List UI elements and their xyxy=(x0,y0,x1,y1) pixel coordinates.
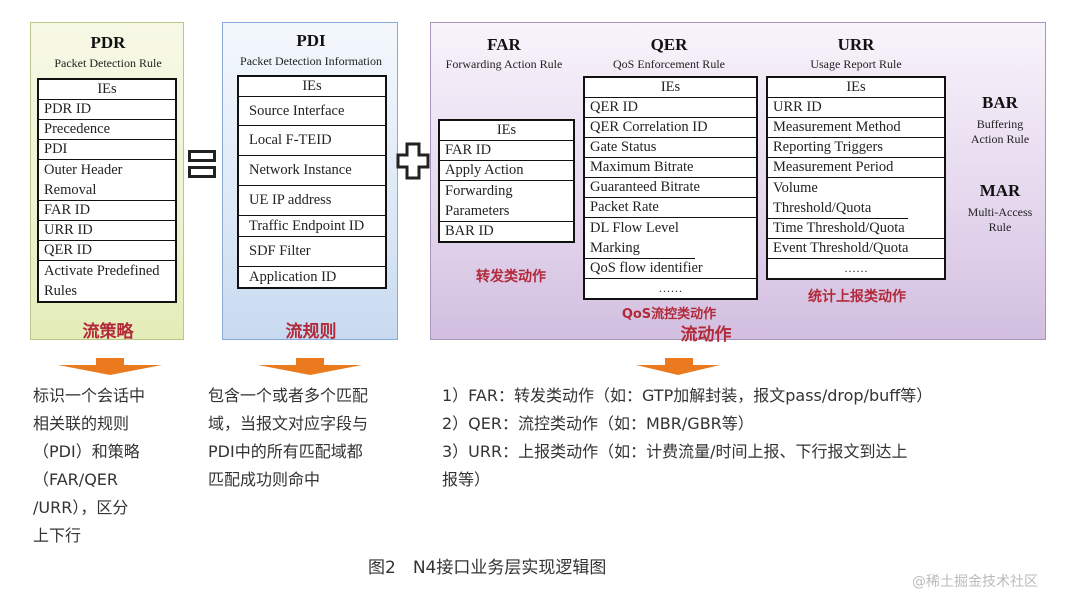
ie-row: Packet Rate xyxy=(585,198,756,218)
ie-row: Network Instance xyxy=(239,156,385,186)
figure-caption: 图2 N4接口业务层实现逻辑图 xyxy=(368,558,607,578)
bar-title: BAR xyxy=(982,93,1018,112)
ie-row: QER Correlation ID xyxy=(585,118,756,138)
arrow-down-icon xyxy=(258,358,362,376)
ie-row: UE IP address xyxy=(239,186,385,216)
pdi-ie-table: IEs Source Interface Local F-TEID Networ… xyxy=(237,75,387,289)
ie-header: IEs xyxy=(239,77,385,97)
qer-title: QER xyxy=(650,35,688,54)
pdr-title: PDR xyxy=(90,33,126,52)
description-line: 域，当报文对应字段与 xyxy=(208,414,369,433)
urr-subtitle: Usage Report Rule xyxy=(810,57,902,71)
ie-row: BAR ID xyxy=(445,223,494,239)
ie-row: Traffic Endpoint ID xyxy=(239,216,385,237)
description-line: 相关联的规则 xyxy=(33,414,130,433)
pdr-label-cn: 流策略 xyxy=(82,322,134,342)
qer-subtitle: QoS Enforcement Rule xyxy=(613,57,725,71)
description-line: （FAR/QER xyxy=(33,470,119,489)
flow-action-panel: FAR Forwarding Action Rule IEs FAR ID Ap… xyxy=(430,22,1046,345)
ie-row: URR ID xyxy=(39,221,175,241)
ie-row: Measurement Method xyxy=(768,118,944,138)
pdr-panel: PDR Packet Detection Rule IEs PDR ID Pre… xyxy=(30,22,184,342)
ie-row: Source Interface xyxy=(239,97,385,126)
ie-row-more: …… xyxy=(844,261,868,275)
equals-icon xyxy=(188,150,218,182)
pdr-ie-table: IEs PDR ID Precedence PDI Outer Header R… xyxy=(37,78,177,303)
pdi-description: 包含一个或者多个匹配 域，当报文对应字段与 PDI中的所有匹配域都 匹配成功则命… xyxy=(208,382,368,494)
ie-row: QER ID xyxy=(585,98,756,118)
ie-row: Local F-TEID xyxy=(239,126,385,156)
ie-row: URR ID xyxy=(768,98,944,118)
ie-row: Volume Threshold/Quota xyxy=(768,178,908,219)
pdi-subtitle: Packet Detection Information xyxy=(240,54,382,68)
pdi-label-cn: 流规则 xyxy=(285,322,337,342)
ie-row: Outer Header Removal xyxy=(39,160,175,201)
description-line: 报等） xyxy=(442,470,491,489)
ie-row: FAR ID xyxy=(39,201,175,221)
ie-row: PDR ID xyxy=(39,100,175,120)
pdi-title: PDI xyxy=(296,31,326,50)
ie-header: IEs xyxy=(768,78,944,98)
arrow-down-icon xyxy=(58,358,162,376)
mar-subtitle: Multi-Access Rule xyxy=(967,205,1033,234)
ie-row: Apply Action xyxy=(440,161,573,181)
far-label-cn: 转发类动作 xyxy=(476,269,546,285)
bar-subtitle: Buffering Action Rule xyxy=(970,117,1030,146)
ie-row: Time Threshold/Quota xyxy=(768,219,944,239)
ie-row: Gate Status xyxy=(585,138,756,158)
ie-row: PDI xyxy=(39,140,175,160)
pdi-panel: PDI Packet Detection Information IEs Sou… xyxy=(222,22,398,342)
ie-row: Activate Predefined Rules xyxy=(44,263,160,299)
ie-header: IEs xyxy=(39,80,175,100)
ie-row: Reporting Triggers xyxy=(768,138,944,158)
urr-ie-table: IEs URR ID Measurement Method Reporting … xyxy=(766,76,946,280)
qer-ie-table: IEs QER ID QER Correlation ID Gate Statu… xyxy=(583,76,758,300)
urr-title: URR xyxy=(837,35,875,54)
ie-row: DL Flow Level Marking xyxy=(585,218,695,259)
ie-row: SDF Filter xyxy=(239,237,385,267)
description-line: 匹配成功则命中 xyxy=(208,470,321,489)
ie-row: Application ID xyxy=(249,269,337,285)
description-line: 标识一个会话中 xyxy=(33,386,146,405)
pdr-subtitle: Packet Detection Rule xyxy=(54,56,162,70)
ie-row: QoS flow identifier xyxy=(585,259,756,279)
description-line: PDI中的所有匹配域都 xyxy=(208,442,363,461)
pdr-description: 标识一个会话中 相关联的规则 （PDI）和策略 （FAR/QER /URR），区… xyxy=(33,382,145,550)
flow-action-description: 1）FAR：转发类动作（如：GTP加解封装，报文pass/drop/buff等）… xyxy=(442,382,932,494)
ie-header: IEs xyxy=(585,78,756,98)
far-title: FAR xyxy=(487,35,521,54)
description-line: （PDI）和策略 xyxy=(33,442,140,461)
ie-row: Event Threshold/Quota xyxy=(768,239,944,259)
arrow-down-icon xyxy=(636,358,720,376)
ie-row: QER ID xyxy=(39,241,175,261)
urr-label-cn: 统计上报类动作 xyxy=(808,289,906,305)
ie-row-more: …… xyxy=(658,281,683,295)
far-subtitle: Forwarding Action Rule xyxy=(445,57,563,71)
ie-header: IEs xyxy=(440,121,573,141)
ie-row: Measurement Period xyxy=(768,158,944,178)
flow-action-label-cn: 流动作 xyxy=(680,325,732,345)
ie-row: Precedence xyxy=(39,120,175,140)
description-line: 上下行 xyxy=(33,526,82,545)
ie-row: Guaranteed Bitrate xyxy=(585,178,756,198)
watermark: @稀土掘金技术社区 xyxy=(912,574,1038,590)
description-line: 2）QER：流控类动作（如：MBR/GBR等） xyxy=(442,414,754,433)
qer-label-cn: QoS流控类动作 xyxy=(621,307,717,322)
mar-title: MAR xyxy=(979,181,1021,200)
description-line: 1）FAR：转发类动作（如：GTP加解封装，报文pass/drop/buff等） xyxy=(442,386,933,405)
plus-icon xyxy=(396,142,430,180)
ie-row: Maximum Bitrate xyxy=(585,158,756,178)
description-line: /URR），区分 xyxy=(33,498,129,517)
ie-row: FAR ID xyxy=(440,141,573,161)
description-line: 3）URR：上报类动作（如：计费流量/时间上报、下行报文到达上 xyxy=(442,442,908,461)
description-line: 包含一个或者多个匹配 xyxy=(208,386,369,405)
ie-row: Forwarding Parameters xyxy=(440,181,573,222)
far-ie-table: IEs FAR ID Apply Action Forwarding Param… xyxy=(438,119,575,243)
